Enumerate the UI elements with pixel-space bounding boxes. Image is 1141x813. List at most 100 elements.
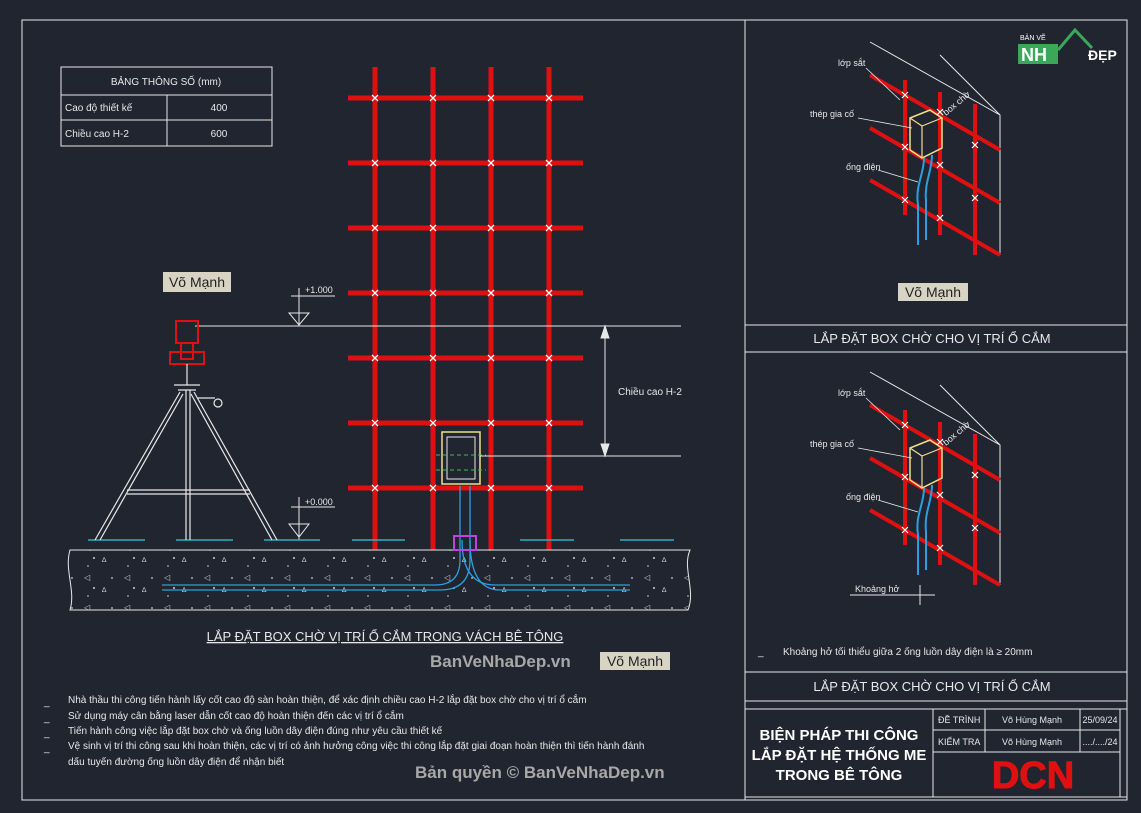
leader-line: [865, 67, 901, 101]
conduit: [916, 487, 925, 575]
note-line: Tiến hành công việc lắp đặt box chờ và ố…: [68, 724, 443, 737]
svg-text:NH: NH: [1021, 45, 1047, 65]
spare-box-edge: [921, 447, 943, 457]
spare-box: [909, 109, 943, 159]
wall-outline: [869, 371, 1001, 585]
note-line: dấu tuyến đường ống luồn dây điện để nhậ…: [68, 756, 284, 768]
detail-caption-bottom: LẮP ĐẶT BOX CHỜ CHO VỊ TRÍ Ổ CẮM: [813, 679, 1050, 694]
laser-level-tripod: [94, 320, 278, 541]
note-line: Nhà thầu thi công tiến hành lấy cốt cao …: [68, 693, 587, 706]
concrete-slab: [67, 549, 692, 611]
level-marker-zero: [287, 497, 335, 540]
rebar-tie: [936, 438, 944, 446]
rebar-tie: [371, 484, 379, 492]
rebar-tie: [545, 224, 553, 232]
rebar-tie: [901, 473, 909, 481]
rebar-tie: [901, 196, 909, 204]
logo-banvenhadep: BẢN VẼ NH ĐẸP: [1018, 27, 1117, 65]
param-table-title: BẢNG THÔNG SỐ (mm): [111, 74, 221, 88]
title-line: BIỆN PHÁP THI CÔNG: [760, 726, 919, 744]
leader-line: [877, 169, 919, 183]
param-table: BẢNG THÔNG SỐ (mm) Cao độ thiết kế 400 C…: [60, 66, 273, 147]
param-row-label: Chiều cao H-2: [65, 128, 129, 140]
rebar-bar: [869, 508, 1001, 587]
rebar-tie: [429, 289, 437, 297]
rebar-tie: [971, 194, 979, 202]
conduit: [924, 484, 933, 570]
rebar-tie: [429, 419, 437, 427]
svg-text:_: _: [43, 743, 50, 754]
rebar-tie: [971, 524, 979, 532]
level-marker-top: [287, 288, 335, 326]
svg-text:Võ Mạnh: Võ Mạnh: [607, 653, 663, 669]
rebar-mesh-label: lớp sắt: [838, 388, 866, 398]
gap-dimension: [850, 585, 935, 605]
company-logo: DCN: [992, 755, 1074, 797]
sign-date: ..../..../24: [1082, 737, 1117, 747]
rebar-tie: [545, 159, 553, 167]
conduit-sleeve: [453, 535, 477, 551]
rebar-bar: [869, 126, 1001, 205]
role-label: KIỂM TRA: [938, 736, 980, 747]
rebar-tie: [936, 491, 944, 499]
rebar-tie: [971, 141, 979, 149]
height-dimension: [600, 324, 610, 458]
rebar-tie: [429, 159, 437, 167]
rebar-bar: [869, 456, 1001, 535]
spare-box-main: [436, 431, 486, 485]
svg-text:Võ Mạnh: Võ Mạnh: [905, 284, 961, 300]
level-top-label: +1.000: [305, 285, 333, 295]
rebar-tie: [487, 94, 495, 102]
construction-notes: _ Nhà thầu thi công tiến hành lấy cốt ca…: [43, 693, 644, 768]
spare-box-label: box chờ: [941, 419, 972, 448]
rebar-tie: [545, 484, 553, 492]
rebar-tie: [371, 419, 379, 427]
detail-caption-top: LẮP ĐẶT BOX CHỜ CHO VỊ TRÍ Ổ CẮM: [813, 331, 1050, 346]
spare-box: [909, 439, 943, 489]
rebar-tie: [487, 289, 495, 297]
rebar-tie: [936, 161, 944, 169]
rebar-mesh-label: lớp sắt: [838, 58, 866, 68]
role-label: ĐỀ TRÌNH: [938, 715, 980, 725]
conduit: [924, 154, 933, 240]
leader-line: [857, 117, 913, 129]
spare-box-edge: [909, 447, 923, 457]
rebar-ties: [371, 94, 553, 492]
title-line: TRONG BÊ TÔNG: [776, 766, 903, 784]
rebar-tie: [901, 421, 909, 429]
rebar-tie: [545, 94, 553, 102]
sign-date: 25/09/24: [1082, 715, 1117, 725]
rebar-tie: [429, 94, 437, 102]
rebar-horizontals: [348, 95, 583, 491]
height-dim-label: Chiều cao H-2: [618, 386, 682, 398]
rebar-tie: [545, 289, 553, 297]
rebar-bar: [869, 178, 1001, 257]
gap-note: Khoảng hở tối thiểu giữa 2 ống luồn dây …: [783, 646, 1032, 658]
spare-box-edge: [909, 117, 923, 127]
title-block: [744, 708, 1128, 798]
rebar-tie: [429, 224, 437, 232]
rebar-tie: [429, 354, 437, 362]
rebar-tie: [371, 224, 379, 232]
svg-text:_: _: [43, 728, 50, 739]
signer-name: Võ Hùng Mạnh: [1002, 737, 1062, 747]
note-line: Vệ sinh vị trí thi công sau khi hoàn thi…: [68, 739, 644, 752]
rebar-tie: [487, 419, 495, 427]
level-zero-label: +0.000: [305, 497, 333, 507]
wall-outline: [869, 41, 1001, 255]
leader-line: [877, 499, 919, 513]
author-tag: Võ Mạnh: [600, 652, 670, 670]
rebar-verticals: [372, 67, 552, 550]
svg-text:Võ Mạnh: Võ Mạnh: [169, 274, 225, 290]
reinforcing-steel-label: thép gia cố: [810, 439, 854, 449]
rebar-tie: [371, 289, 379, 297]
param-row-label: Cao độ thiết kế: [65, 102, 133, 114]
gap-note-bullet: _: [757, 647, 764, 658]
rebar-tie: [901, 91, 909, 99]
watermark-site: BanVeNhaDep.vn: [430, 652, 571, 671]
leader-line: [865, 397, 901, 431]
conduit-label: ống điện: [846, 492, 881, 502]
svg-text:_: _: [43, 713, 50, 724]
rebar-tie: [487, 159, 495, 167]
